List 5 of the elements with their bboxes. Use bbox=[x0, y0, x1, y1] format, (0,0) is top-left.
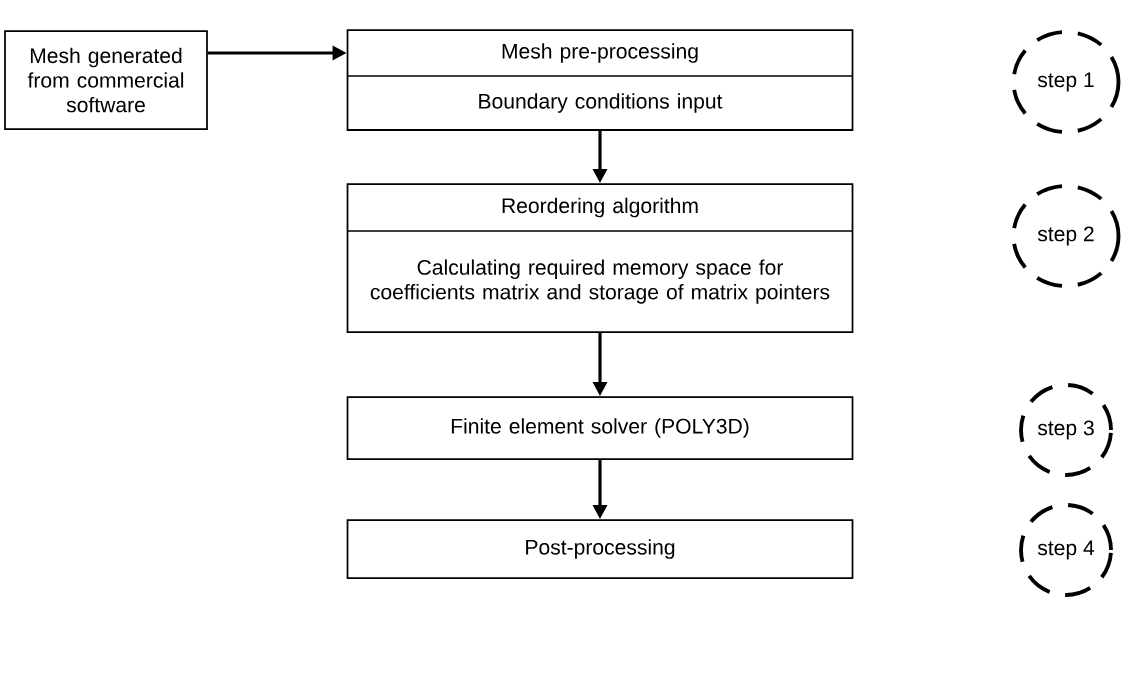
process-box: Mesh pre-processing Boundary conditions input bbox=[346, 29, 854, 131]
process-box: Reordering algorithm Calculating required memory space for coefficients matrix and storage of matrix pointers bbox=[346, 183, 854, 333]
process-box: Mesh generated from commercial software bbox=[4, 30, 208, 130]
process-box: Finite element solver (POLY3D) bbox=[346, 396, 854, 460]
process-box: Post-processing bbox=[346, 519, 854, 579]
